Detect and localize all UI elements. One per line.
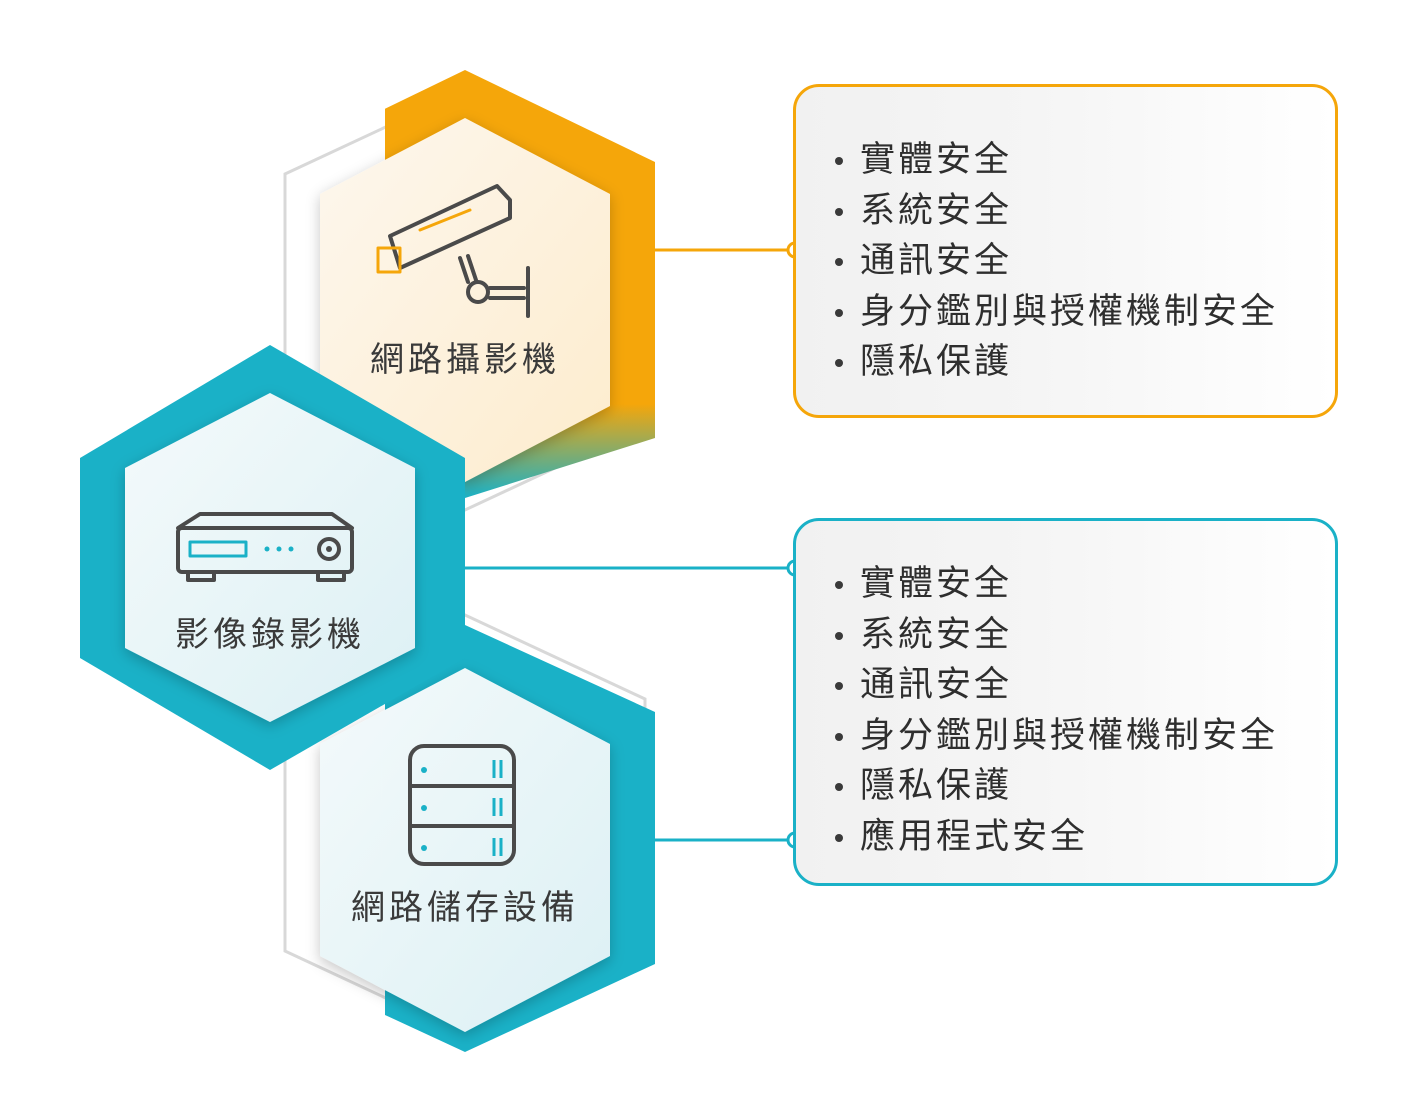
list-item: 實體安全 <box>830 135 1335 186</box>
list-item: 系統安全 <box>830 610 1335 661</box>
camera-security-panel: 實體安全 系統安全 通訊安全 身分鑑別與授權機制安全 隱私保護 <box>793 84 1338 418</box>
cctv-camera-icon <box>376 184 530 318</box>
camera-label: 網路攝影機 <box>370 340 560 380</box>
hex-storage <box>283 613 655 1052</box>
hex-camera <box>283 70 655 512</box>
recorder-storage-security-panel: 實體安全 系統安全 通訊安全 身分鑑別與授權機制安全 隱私保護 應用程式安全 <box>793 518 1338 886</box>
video-recorder-icon <box>176 512 354 582</box>
storage-label: 網路儲存設備 <box>351 888 579 928</box>
list-item: 應用程式安全 <box>830 812 1335 863</box>
connector-recorder <box>425 559 804 577</box>
list-item: 實體安全 <box>830 559 1335 610</box>
list-item: 身分鑑別與授權機制安全 <box>830 711 1335 762</box>
list-item: 隱私保護 <box>830 337 1335 388</box>
list-item: 通訊安全 <box>830 236 1335 287</box>
hex-recorder <box>80 345 465 770</box>
list-item: 系統安全 <box>830 186 1335 237</box>
connector-storage <box>655 831 804 849</box>
recorder-storage-security-list: 實體安全 系統安全 通訊安全 身分鑑別與授權機制安全 隱私保護 應用程式安全 <box>830 559 1335 862</box>
recorder-label: 影像錄影機 <box>175 615 365 655</box>
list-item: 身分鑑別與授權機制安全 <box>830 287 1335 338</box>
connector-camera <box>655 241 804 259</box>
list-item: 通訊安全 <box>830 660 1335 711</box>
camera-security-list: 實體安全 系統安全 通訊安全 身分鑑別與授權機制安全 隱私保護 <box>830 135 1335 388</box>
database-server-icon <box>408 744 516 866</box>
list-item: 隱私保護 <box>830 761 1335 812</box>
